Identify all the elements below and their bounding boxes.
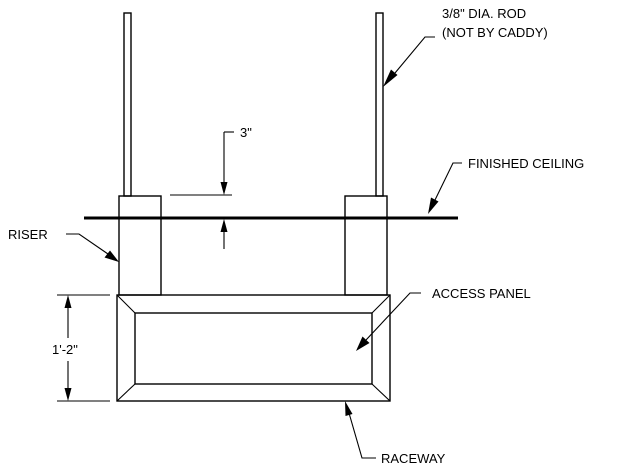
riser-left — [118, 195, 162, 296]
leader-access-panel — [356, 292, 421, 351]
label-riser: RISER — [8, 227, 48, 242]
leader-raceway — [345, 401, 376, 459]
threaded-rod-left — [123, 12, 132, 197]
label-rod-line1: 3/8" DIA. ROD — [442, 6, 526, 21]
dimension-1ft-2in-label: 1'-2" — [52, 342, 78, 357]
dimension-3in — [170, 131, 234, 249]
threaded-rod-right — [375, 12, 384, 197]
access-panel — [116, 294, 391, 402]
raceway-body — [116, 294, 391, 402]
label-access-panel: ACCESS PANEL — [432, 286, 531, 301]
label-raceway: RACEWAY — [381, 451, 446, 466]
label-finished-ceiling: FINISHED CEILING — [468, 156, 584, 171]
label-rod-line2: (NOT BY CADDY) — [442, 25, 548, 40]
leader-finished-ceiling — [428, 162, 462, 214]
dimension-1ft-2in — [57, 294, 110, 402]
leader-riser — [66, 233, 119, 262]
dimension-3in-label: 3" — [240, 125, 252, 140]
riser-right — [344, 195, 388, 296]
leader-rod — [383, 36, 435, 87]
